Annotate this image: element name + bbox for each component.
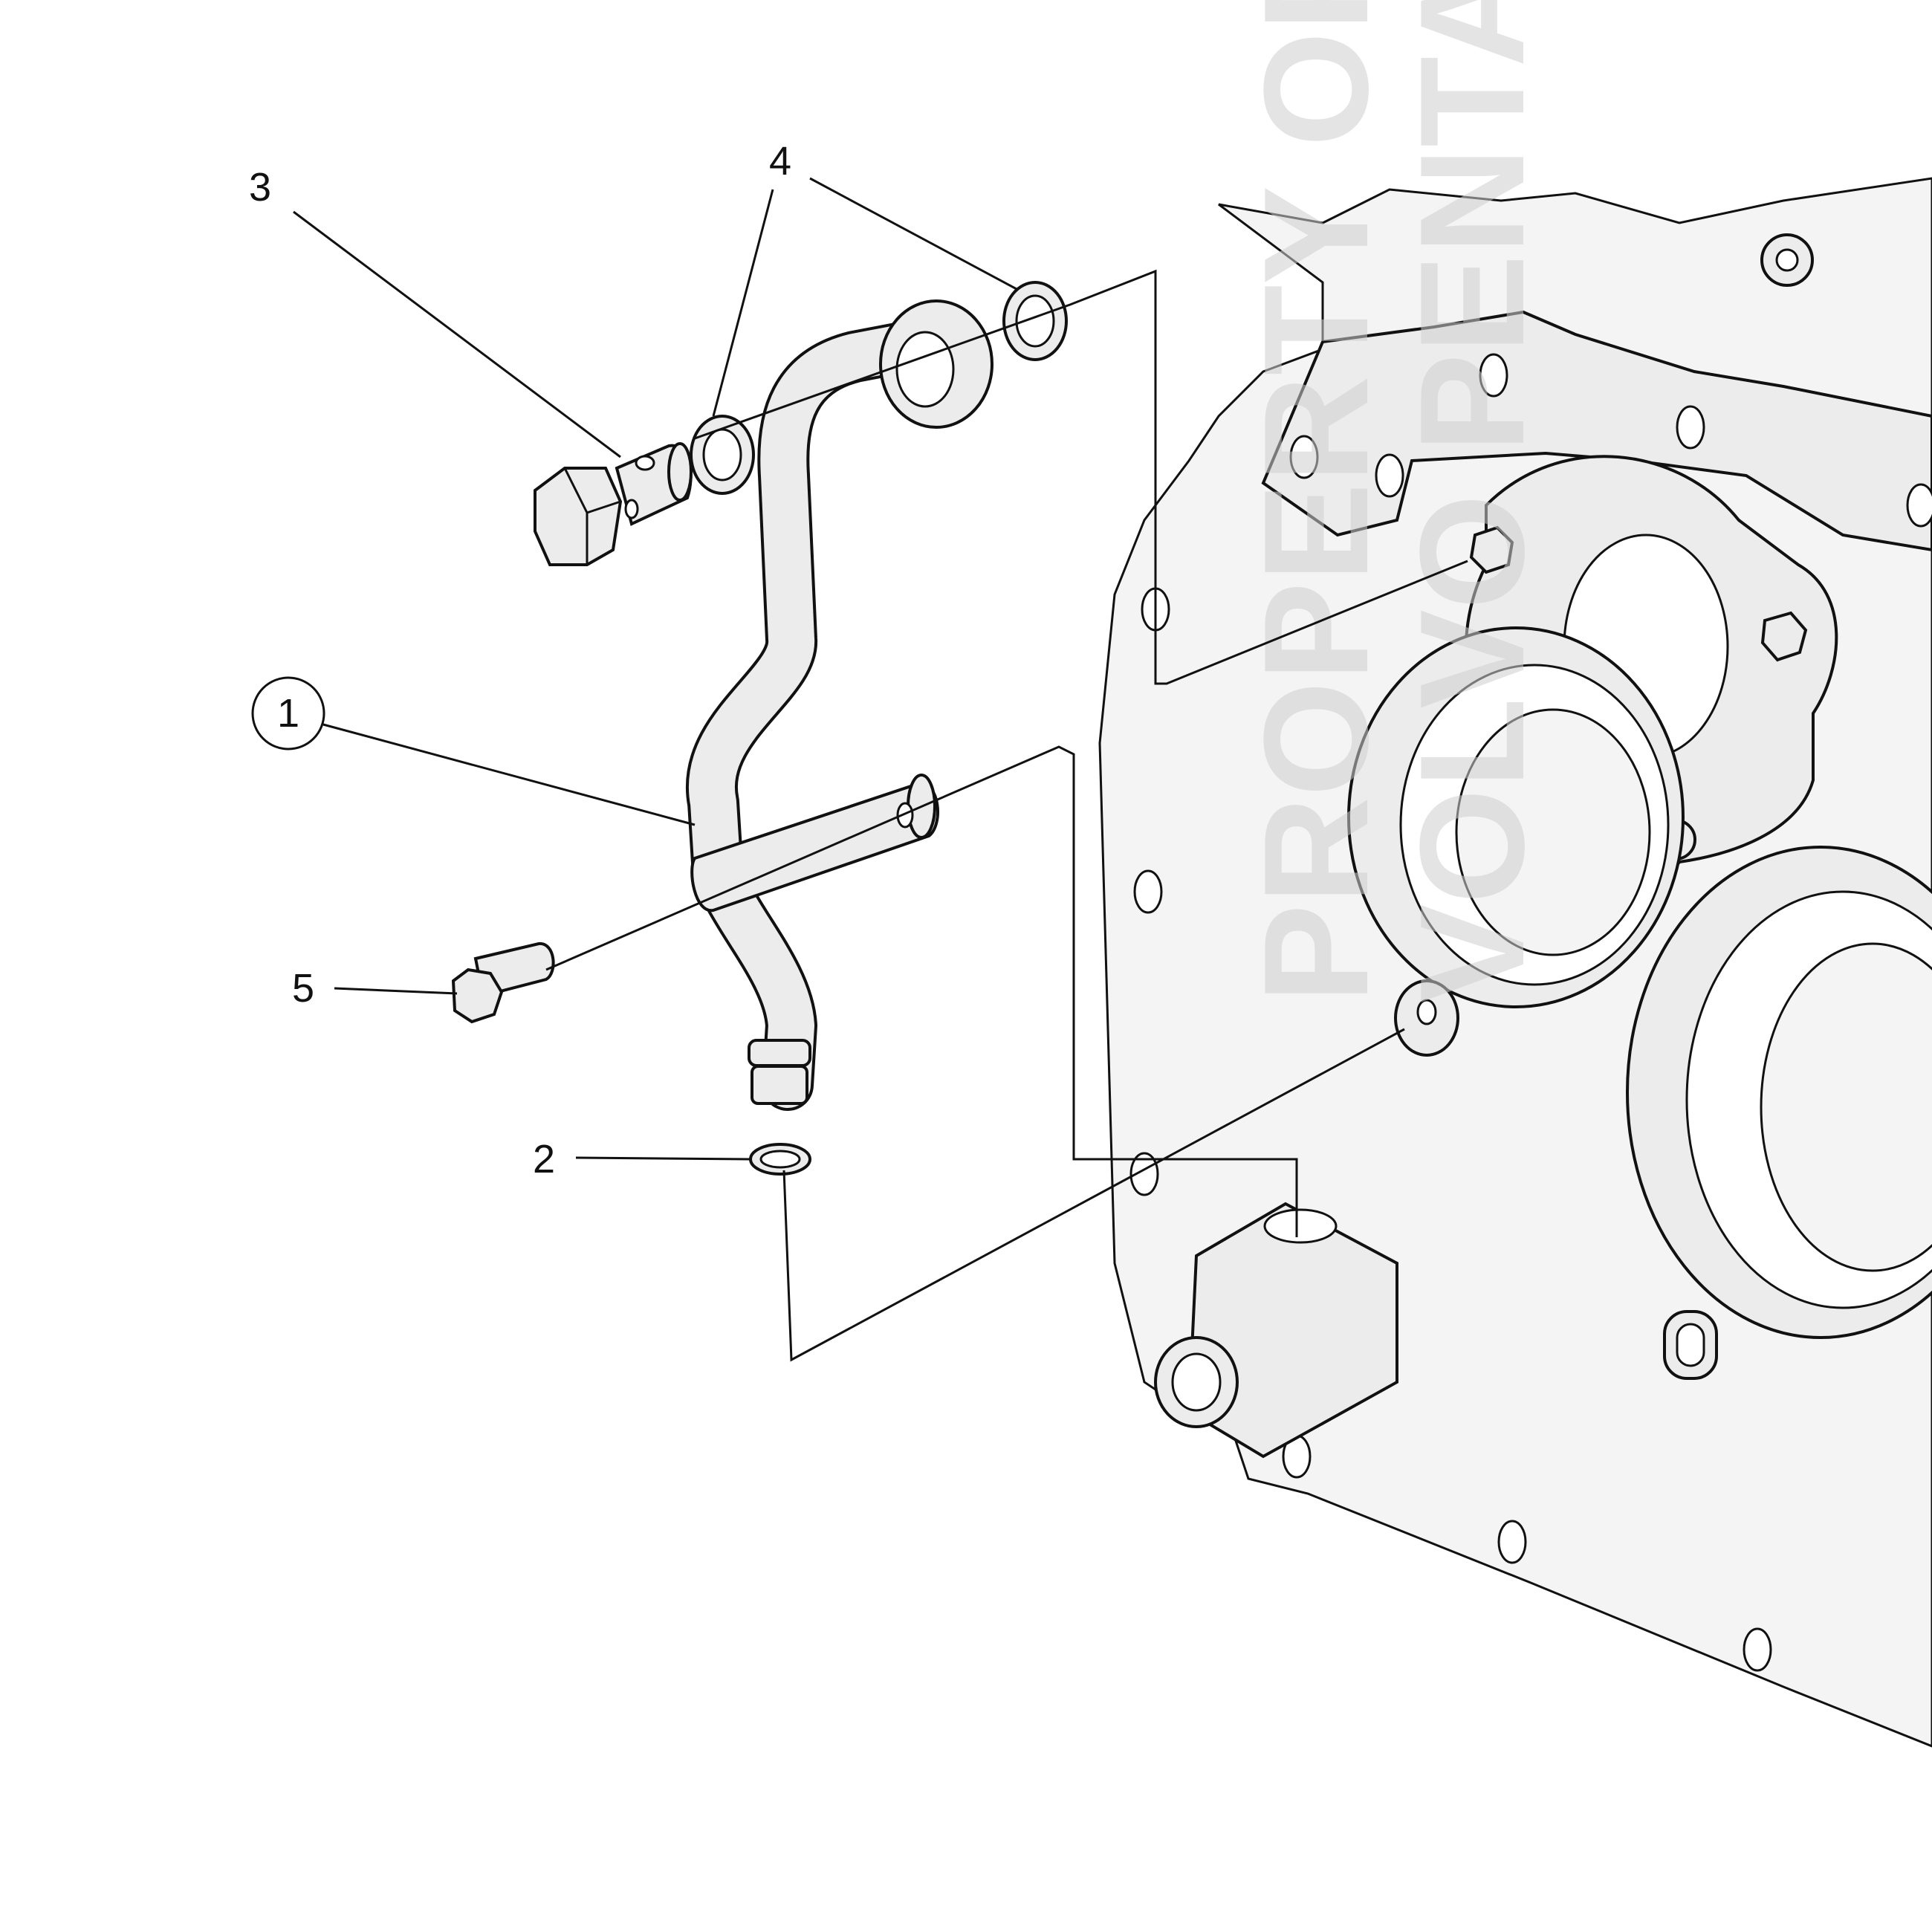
engine-housing [1098, 177, 1932, 1748]
leader-2 [575, 1156, 751, 1161]
assembly-lines [545, 269, 1468, 1362]
part-2-o-ring [749, 1143, 811, 1176]
leader-1 [322, 723, 696, 826]
part-4-sealing-washers [690, 281, 1068, 495]
callout-leaders [293, 177, 1019, 1161]
part-3-banjo-bolt [534, 442, 693, 566]
part-5-screw [451, 942, 555, 1024]
callout-1: 1 [277, 691, 299, 736]
leader-4a [712, 189, 774, 417]
watermark-line2: VOLVO PENTA [1390, 0, 1555, 1003]
watermark: PROPERTY OF VOLVO PENTA [1234, 0, 1555, 1003]
callouts: 1 2 3 4 5 [249, 139, 791, 1181]
leader-4b [809, 177, 1019, 291]
leader-5 [334, 987, 458, 995]
callout-1-circle [251, 676, 325, 751]
leader-3 [293, 210, 621, 458]
callout-2: 2 [533, 1137, 555, 1181]
callout-5: 5 [292, 966, 314, 1011]
watermark-line1: PROPERTY OF [1234, 0, 1399, 1003]
callout-3: 3 [249, 165, 271, 210]
callout-4: 4 [769, 139, 791, 184]
